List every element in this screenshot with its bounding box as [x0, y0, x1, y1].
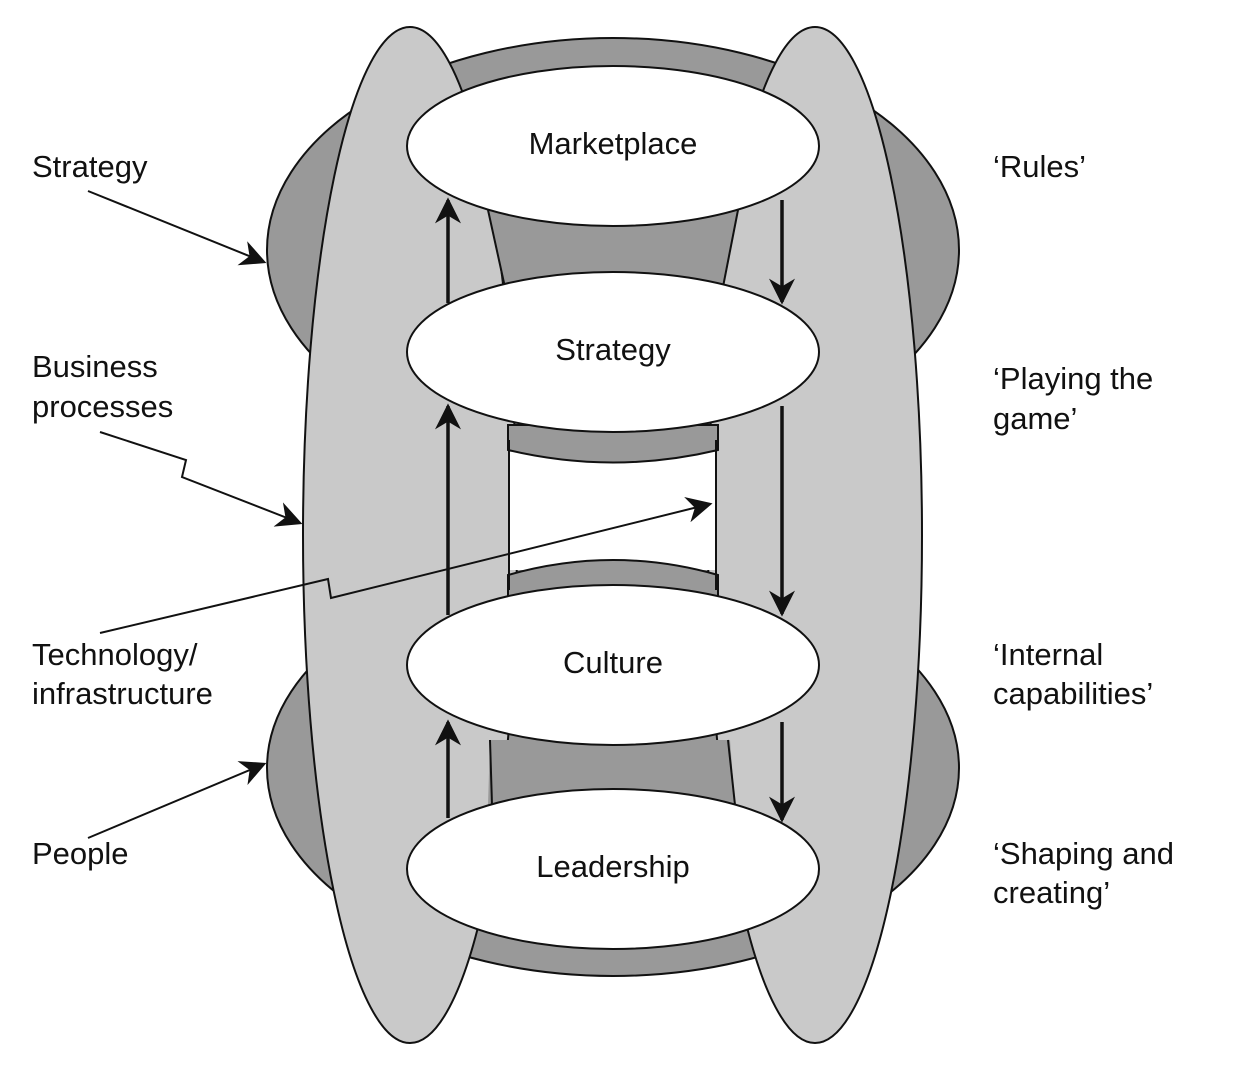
- node-culture-label: Culture: [563, 645, 663, 680]
- lower-inner-left-edge: [489, 739, 493, 806]
- right-label-shaping-1: ‘Shaping and: [993, 836, 1174, 871]
- node-leadership: Leadership: [406, 788, 820, 950]
- node-leadership-shape: [406, 788, 820, 950]
- lower-inner-dark: [488, 740, 735, 805]
- right-label-playing-1: ‘Playing the: [993, 361, 1153, 396]
- left-label-business-processes-1: Business: [32, 349, 158, 384]
- node-culture-shape: [406, 584, 820, 746]
- upper-inner-left-edge: [487, 209, 507, 293]
- right-label-playing-2: game’: [993, 401, 1077, 436]
- pointer-technology: [99, 497, 713, 634]
- node-strategy-shape: [406, 271, 820, 433]
- right-label-rules: ‘Rules’: [993, 149, 1086, 184]
- right-label-shaping-2: creating’: [993, 875, 1110, 910]
- left-label-people: People: [32, 836, 129, 871]
- left-label-technology-1: Technology/: [32, 637, 198, 672]
- upper-inner-right-edge: [721, 209, 739, 293]
- node-culture: Culture: [406, 584, 820, 746]
- pointer-strategy: [87, 190, 267, 266]
- node-marketplace: Marketplace: [406, 65, 820, 227]
- pointer-business-processes: [99, 431, 303, 527]
- pointer-people: [87, 761, 267, 839]
- node-strategy-label: Strategy: [555, 332, 671, 367]
- right-label-internal-2: capabilities’: [993, 676, 1153, 711]
- middle-inner-dark-top: [507, 424, 719, 464]
- node-marketplace-label: Marketplace: [529, 126, 698, 161]
- left-label-business-processes-2: processes: [32, 389, 173, 424]
- left-label-technology-2: infrastructure: [32, 676, 213, 711]
- left-label-strategy: Strategy: [32, 149, 148, 184]
- upper-inner-dark: [488, 210, 738, 292]
- right-label-internal-1: ‘Internal: [993, 637, 1103, 672]
- node-marketplace-shape: [406, 65, 820, 227]
- node-strategy: Strategy: [406, 271, 820, 433]
- node-leadership-label: Leadership: [536, 849, 689, 884]
- lower-inner-right-edge: [727, 739, 736, 806]
